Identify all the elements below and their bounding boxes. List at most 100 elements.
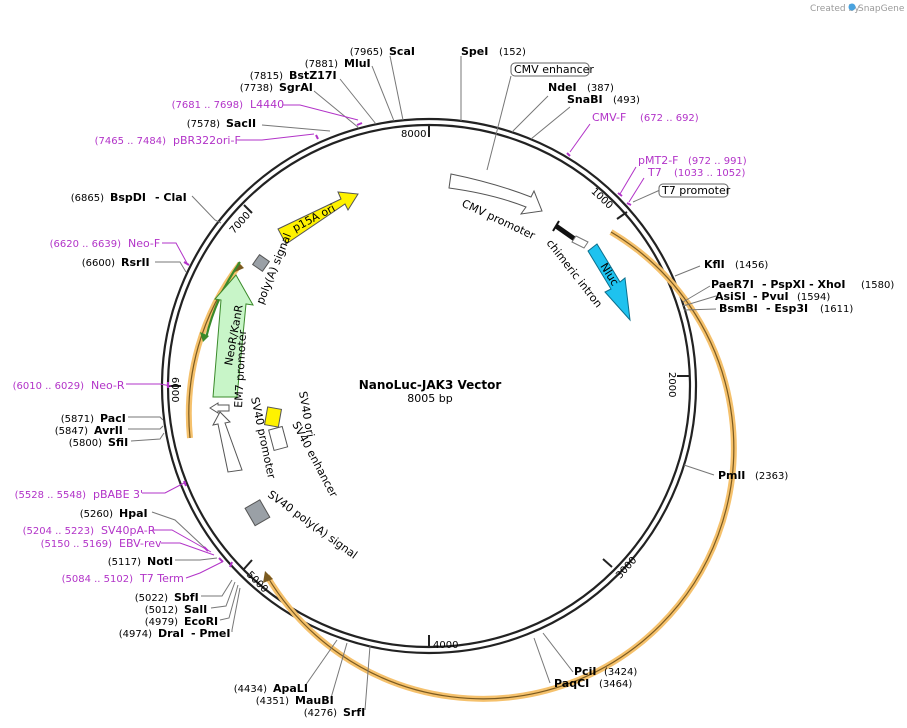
primer-label[interactable]: L4440 — [250, 98, 284, 111]
enzyme-label[interactable]: NdeI — [548, 81, 577, 94]
enzyme-label-extra[interactable]: - ClaI — [155, 191, 187, 204]
orf-arrowhead — [263, 571, 273, 583]
enzyme-pos: (5022) — [135, 593, 168, 604]
tick-marks — [169, 125, 689, 647]
enzyme-label[interactable]: AvrII — [94, 424, 123, 437]
enzyme-pos: (1580) — [861, 280, 894, 291]
primer-label[interactable]: SV40pA-R — [101, 524, 156, 537]
cmv-enhancer-box[interactable] — [510, 62, 590, 77]
sv40-polya-label: SV40 poly(A) signal — [265, 488, 360, 562]
tick-4000: 4000 — [433, 640, 458, 651]
enzyme-pos: (5117) — [108, 557, 141, 568]
primer-label[interactable]: CMV-F — [592, 111, 626, 124]
enzyme-pos: (5847) — [55, 426, 88, 437]
credit-text: Created by — [810, 4, 860, 14]
enzyme-label-extra[interactable]: - Esp3I — [766, 302, 808, 315]
snapgene-logo-icon — [848, 3, 856, 11]
enzyme-label[interactable]: SacII — [226, 117, 256, 130]
enzyme-label[interactable]: AsiSI — [715, 290, 746, 303]
primer-label[interactable]: pBR322ori-F — [173, 134, 241, 147]
enzyme-pos: (6865) — [71, 193, 104, 204]
tick-8000: 8000 — [401, 129, 426, 140]
enzyme-pos: (1456) — [735, 260, 768, 271]
enzyme-label[interactable]: KflI — [704, 258, 725, 271]
enzyme-label-extra[interactable]: - PvuI — [753, 290, 789, 303]
enzyme-label[interactable]: EcoRI — [184, 615, 218, 628]
enzyme-label[interactable]: BspDI — [110, 191, 146, 204]
enzyme-label[interactable]: PciI — [574, 665, 596, 678]
enzyme-pos: (7815) — [250, 71, 283, 82]
primer-label[interactable]: T7 Term — [139, 572, 184, 585]
enzyme-pos: (7738) — [240, 83, 273, 94]
enzyme-label[interactable]: PaqCI — [554, 677, 589, 690]
enzyme-label[interactable]: ScaI — [389, 45, 415, 58]
primer-pos: (672 .. 692) — [640, 113, 699, 124]
neo-green-arrowhead — [200, 332, 209, 342]
enzyme-label[interactable]: RsrII — [121, 256, 150, 269]
tick-6000: 6000 — [169, 377, 180, 402]
enzyme-label[interactable]: DraI — [158, 627, 184, 640]
primer-marks — [167, 122, 632, 568]
backbone-outer — [160, 117, 698, 655]
enzyme-label[interactable]: SbfI — [174, 591, 199, 604]
enzyme-label[interactable]: SgrAI — [279, 81, 313, 94]
enzyme-pos: (1594) — [797, 292, 830, 303]
enzyme-label[interactable]: SnaBI — [567, 93, 603, 106]
cmv-enhancer-label: CMV enhancer — [514, 63, 594, 76]
enzyme-pos: (6600) — [82, 258, 115, 269]
sv40-enhancer-box[interactable] — [268, 425, 289, 452]
enzyme-label[interactable]: SfiI — [108, 436, 128, 449]
enzyme-label[interactable]: SrfI — [343, 706, 365, 719]
p15a-ori-arrow[interactable] — [277, 191, 359, 245]
chimeric-intron-small-box — [571, 235, 589, 249]
enzyme-label[interactable]: SalI — [184, 603, 207, 616]
enzyme-pos: (7881) — [305, 59, 338, 70]
enzyme-pos: (493) — [613, 95, 640, 106]
tick-2000: 2000 — [666, 372, 677, 397]
primer-label[interactable]: EBV-rev — [119, 537, 162, 550]
primer-label[interactable]: pMT2-F — [638, 154, 679, 167]
enzyme-pos: (1611) — [820, 304, 853, 315]
primer-leader-lines — [126, 104, 645, 579]
primer-label[interactable]: Neo-F — [128, 237, 160, 250]
sv40-polya-box[interactable] — [244, 499, 271, 527]
cmv-promoter-arrow[interactable] — [448, 173, 543, 215]
sv40-promoter-arrow[interactable] — [212, 411, 243, 473]
p15a-ori-label: p15A ori — [290, 201, 337, 234]
sv40-ori-box[interactable] — [263, 406, 283, 428]
enzyme-label[interactable]: BsmBI — [719, 302, 758, 315]
primer-label[interactable]: T7 — [647, 166, 662, 179]
enzyme-pos: (4974) — [119, 629, 152, 640]
enzyme-pos: (4979) — [145, 617, 178, 628]
enzyme-pos: (5012) — [145, 605, 178, 616]
neor-kanr-arrow[interactable] — [212, 274, 254, 398]
enzyme-label[interactable]: PmlI — [718, 469, 745, 482]
enzyme-pos: (3424) — [604, 667, 637, 678]
map-title: NanoLuc-JAK3 Vector — [359, 378, 502, 392]
enzyme-label[interactable]: SpeI — [461, 45, 488, 58]
enzyme-label[interactable]: MauBI — [295, 694, 334, 707]
tick-3000: 3000 — [614, 555, 639, 581]
enzyme-label[interactable]: PacI — [100, 412, 126, 425]
enzyme-label[interactable]: MluI — [344, 57, 371, 70]
enzyme-label[interactable]: ApaLI — [273, 682, 308, 695]
primer-label[interactable]: pBABE 3' — [93, 488, 143, 501]
nluc-arrow[interactable] — [587, 243, 631, 322]
enzyme-label-extra[interactable]: - PmeI — [191, 627, 230, 640]
map-size: 8005 bp — [407, 392, 452, 405]
enzyme-label[interactable]: HpaI — [119, 507, 148, 520]
primer-pos: (972 .. 991) — [688, 156, 747, 167]
t7-promoter-box[interactable] — [658, 183, 729, 198]
primer-pos: (6620 .. 6639) — [50, 239, 122, 250]
polya-signal-box[interactable] — [251, 253, 271, 273]
enzyme-label-extra[interactable]: - PspXI - XhoI — [762, 278, 845, 291]
primer-label[interactable]: Neo-R — [91, 379, 125, 392]
em7-promoter-label: EM7 promoter — [232, 329, 249, 408]
t7-promoter-label: T7 promoter — [661, 184, 731, 197]
enzyme-label[interactable]: PaeR7I — [711, 278, 754, 291]
enzyme-label[interactable]: NotI — [147, 555, 173, 568]
primer-pos: (5204 .. 5223) — [23, 526, 95, 537]
em7-promoter-arrow[interactable] — [209, 402, 230, 414]
enzyme-label[interactable]: BstZ17I — [289, 69, 337, 82]
